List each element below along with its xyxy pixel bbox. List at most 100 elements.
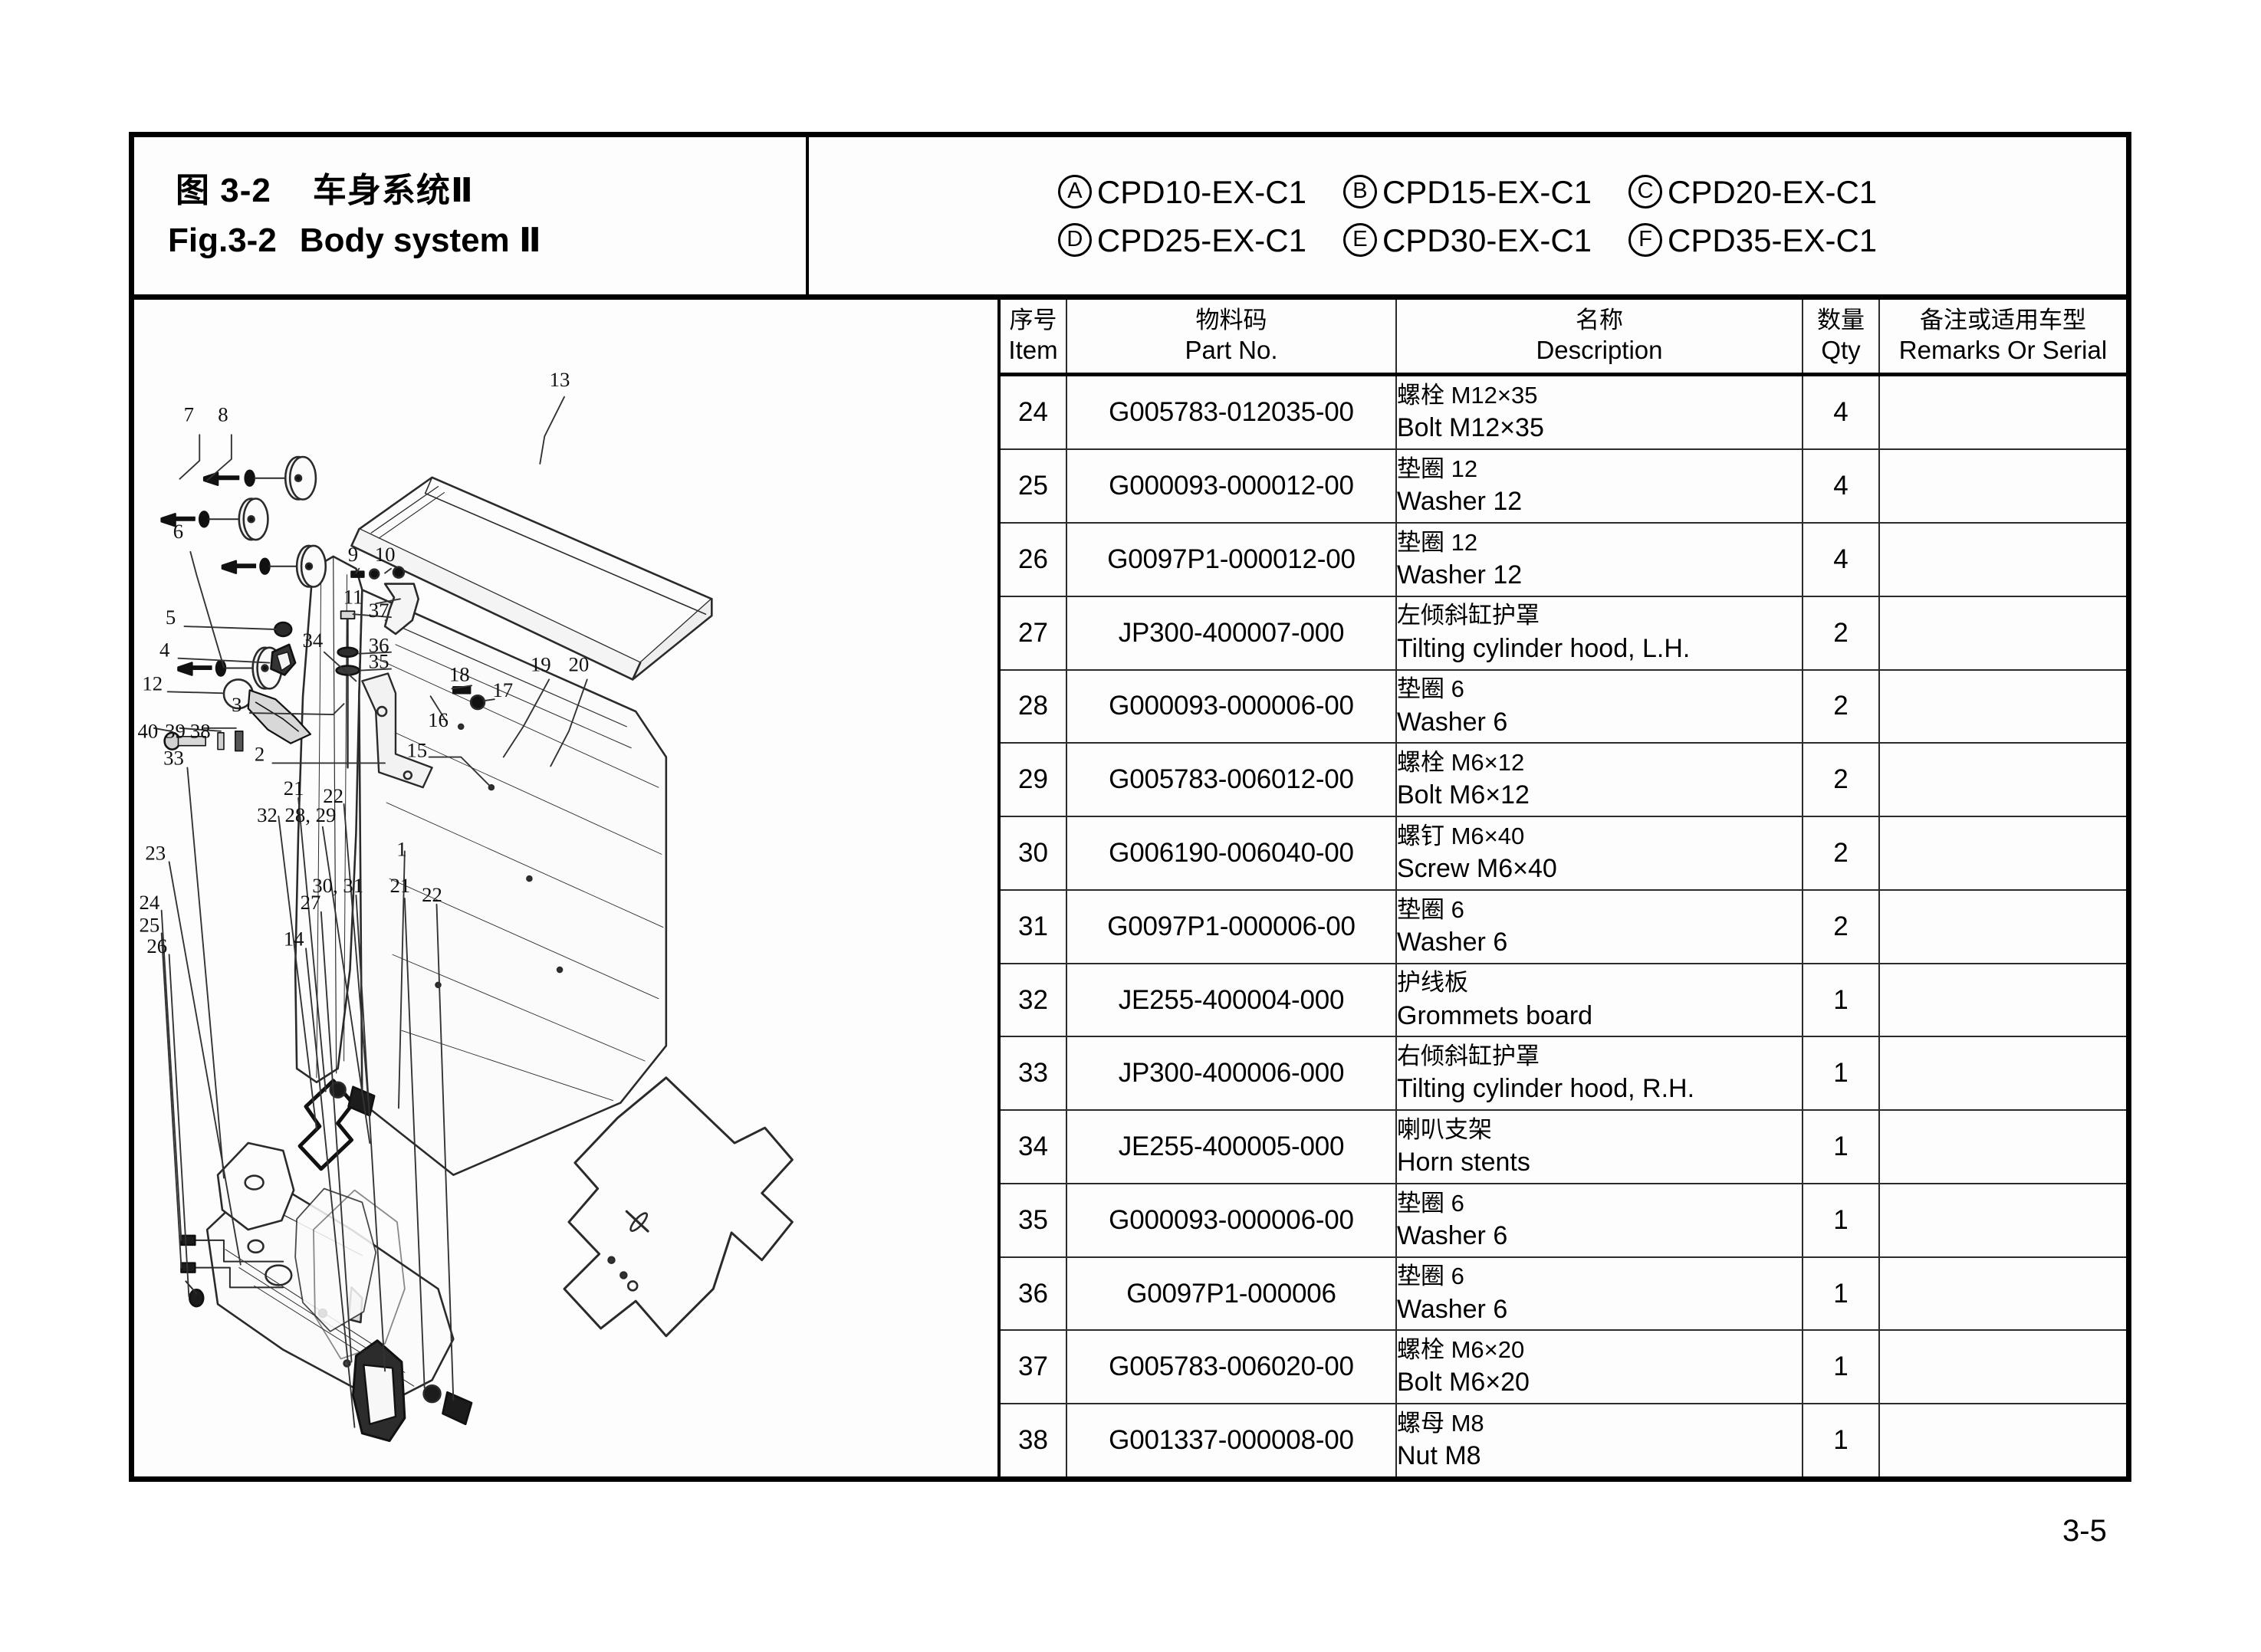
cell-description: 垫圈 12 Washer 12 (1395, 448, 1803, 524)
cell-qty: 4 (1802, 522, 1880, 597)
model-row-top: A CPD10-EX-C1 B CPD15-EX-C1 C CPD20-EX-C… (1057, 168, 1877, 216)
diagram-callout: 20 (568, 653, 589, 676)
fastener-assembly-top (202, 455, 317, 501)
description-english: Washer 6 (1397, 707, 1508, 737)
description-chinese: 喇叭支架 (1397, 1115, 1492, 1143)
cell-description: 垫圈 6 Washer 6 (1395, 1256, 1803, 1332)
grommets-board-part (563, 1076, 794, 1338)
diagram-callout: 6 (173, 520, 183, 543)
cell-qty: 2 (1802, 668, 1880, 744)
description-chinese: 垫圈 6 (1397, 1189, 1464, 1217)
description-chinese: 左倾斜缸护罩 (1397, 602, 1540, 629)
column-header-part-no: 物料码 Part No. (1066, 300, 1397, 377)
column-header-qty: 数量 Qty (1802, 300, 1880, 377)
model-code-f: CPD35-EX-C1 (1668, 222, 1878, 258)
description-english: Washer 12 (1397, 487, 1523, 517)
cell-item: 35 (1001, 1182, 1067, 1258)
description-chinese: 垫圈 6 (1397, 1263, 1464, 1290)
description-english: Horn stents (1397, 1148, 1530, 1177)
middle-shroud-part (294, 1187, 377, 1332)
description-english: Washer 6 (1397, 927, 1508, 957)
diagram-callout: 4 (159, 639, 169, 662)
diagram-callout: 23 (145, 841, 166, 864)
diagram-callout: 18 (449, 662, 470, 685)
cell-item: 33 (1001, 1036, 1067, 1112)
cell-part-no: JE255-400004-000 (1066, 962, 1397, 1038)
model-entry-e: E CPD30-EX-C1 (1342, 216, 1592, 264)
cell-part-no: G000093-000006-00 (1066, 1182, 1397, 1258)
diagram-callout: 33 (163, 746, 184, 769)
cell-item: 38 (1001, 1403, 1067, 1476)
description-chinese: 螺栓 M6×12 (1397, 748, 1525, 776)
description-chinese: 垫圈 12 (1397, 528, 1478, 556)
model-code-a: CPD10-EX-C1 (1096, 173, 1306, 210)
description-english: Nut M8 (1397, 1441, 1481, 1471)
cell-qty: 2 (1802, 595, 1880, 671)
cell-description: 喇叭支架 Horn stents (1395, 1109, 1803, 1184)
description-chinese: 垫圈 12 (1397, 455, 1478, 482)
figure-title-en-text: Body system (299, 221, 510, 259)
diagram-callout: 12 (142, 672, 163, 695)
diagram-callout: 36 (369, 634, 389, 657)
cell-qty: 2 (1802, 742, 1880, 818)
diagram-callout: 3 (232, 693, 242, 716)
cell-part-no: G000093-000012-00 (1066, 448, 1397, 524)
cell-remarks (1878, 1036, 2126, 1112)
cell-part-no: G005783-012035-00 (1066, 373, 1397, 451)
diagram-callout: 26 (146, 934, 167, 957)
cell-item: 31 (1001, 888, 1067, 964)
cell-qty: 1 (1802, 1182, 1880, 1258)
diagram-callout: 11 (343, 585, 363, 608)
cell-part-no: G000093-000006-00 (1066, 668, 1397, 744)
description-chinese: 螺栓 M6×20 (1397, 1336, 1525, 1364)
table-header-row: 序号 Item 物料码 Part No. 名称 Description 数量 (1001, 300, 2126, 377)
hinge-assembly-parts (163, 678, 312, 752)
diagram-callout: 32 (257, 803, 278, 826)
description-chinese: 螺钉 M6×40 (1397, 822, 1525, 849)
diagram-callout: 21 (284, 777, 304, 800)
model-tag-d-icon: D (1057, 223, 1092, 257)
diagram-callout: 14 (284, 927, 304, 950)
cell-remarks (1878, 1182, 2126, 1258)
diagram-callout: 21 (390, 874, 411, 897)
cell-item: 34 (1001, 1109, 1067, 1184)
description-english: Washer 6 (1397, 1294, 1508, 1324)
cell-item: 29 (1001, 742, 1067, 818)
diagram-callout: 28, 29 (285, 803, 337, 826)
description-english: Washer 6 (1397, 1220, 1508, 1250)
description-english: Washer 12 (1397, 560, 1523, 590)
diagram-callout: 8 (218, 402, 228, 425)
cell-qty: 1 (1802, 1256, 1880, 1332)
diagram-callout: 37 (369, 599, 389, 622)
diagram-callout: 17 (492, 678, 513, 701)
cell-qty: 2 (1802, 816, 1880, 891)
description-chinese: 右倾斜缸护罩 (1397, 1043, 1540, 1070)
cell-remarks (1878, 668, 2126, 744)
model-code-e: CPD30-EX-C1 (1382, 222, 1592, 258)
description-english: Grommets board (1397, 1000, 1593, 1030)
cell-remarks (1878, 1256, 2126, 1332)
cell-remarks (1878, 1403, 2126, 1476)
cell-qty: 1 (1802, 1109, 1880, 1184)
stud-stack-parts (335, 610, 360, 769)
cell-item: 26 (1001, 522, 1067, 597)
figure-number-cn: 图 3-2 (176, 172, 271, 210)
cell-item: 36 (1001, 1256, 1067, 1332)
cell-description: 垫圈 12 Washer 12 (1395, 522, 1803, 597)
